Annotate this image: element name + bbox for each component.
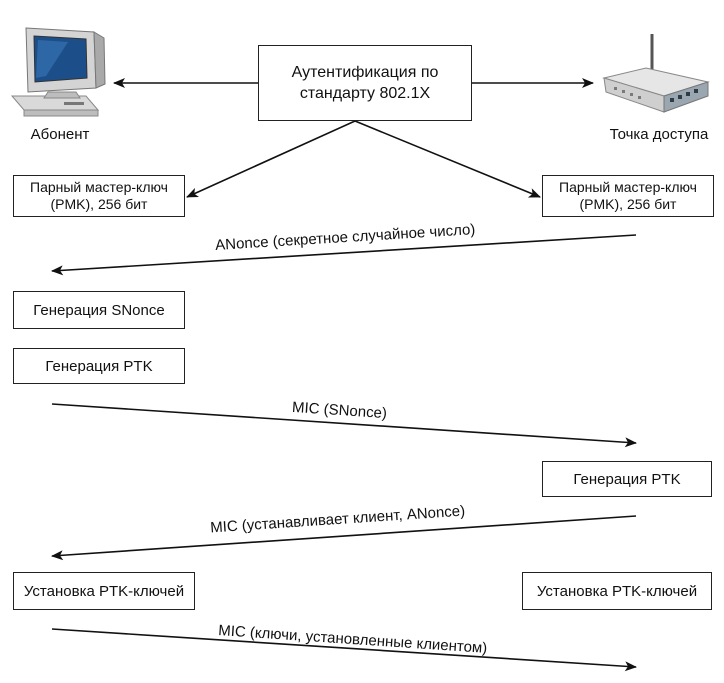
- install-left-box: Установка PTK-ключей: [13, 572, 195, 610]
- ptk-left-box: Генерация PTK: [13, 348, 185, 384]
- pmk-left-box: Парный мастер-ключ (PMK), 256 бит: [13, 175, 185, 217]
- pmk-right-line2: (PMK), 256 бит: [579, 196, 677, 212]
- pmk-right-box: Парный мастер-ключ (PMK), 256 бит: [542, 175, 714, 217]
- arrow-auth-to-pmk-left: [186, 120, 356, 198]
- auth-line1: Аутентификация по: [291, 64, 439, 81]
- arrow-msg1: [51, 234, 637, 276]
- auth-line2: стандарту 802.1X: [299, 85, 431, 102]
- arrow-msg2: [51, 403, 637, 448]
- arrow-msg4: [51, 628, 637, 672]
- computer-icon: [6, 22, 116, 122]
- auth-box: Аутентификация по стандарту 802.1X: [258, 45, 472, 121]
- pmk-right-line1: Парный мастер-ключ: [559, 179, 697, 195]
- pmk-left-line1: Парный мастер-ключ: [30, 179, 168, 195]
- arrow-msg3: [51, 515, 637, 561]
- wireless-router-icon: [600, 32, 712, 120]
- arrow-auth-to-pmk-right: [354, 120, 541, 198]
- access-point-label: Точка доступа: [609, 126, 709, 143]
- ptk-right-box: Генерация PTK: [542, 461, 712, 497]
- install-right-box: Установка PTK-ключей: [522, 572, 712, 610]
- pmk-left-line2: (PMK), 256 бит: [50, 196, 148, 212]
- snonce-box: Генерация SNonce: [13, 291, 185, 329]
- subscriber-label: Абонент: [30, 126, 90, 143]
